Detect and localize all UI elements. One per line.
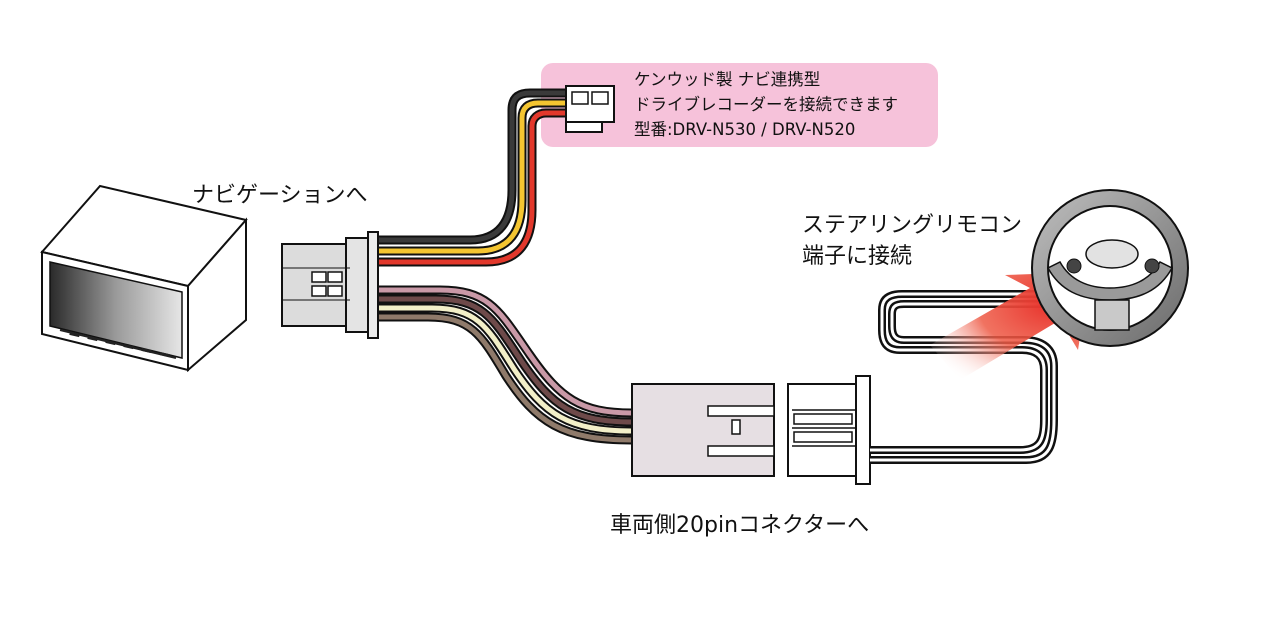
callout-text: ケンウッド製 ナビ連携型 ドライブレコーダーを接続できます 型番:DRV-N53… xyxy=(634,67,898,142)
navi-side-connector xyxy=(281,231,379,339)
callout-line-2: ドライブレコーダーを接続できます xyxy=(634,95,898,114)
vehicle-wires xyxy=(373,285,637,445)
callout-line-1: ケンウッド製 ナビ連携型 xyxy=(634,70,821,89)
recorder-connector xyxy=(565,85,615,133)
vehicle-side-connector xyxy=(631,383,775,477)
steering-label-line-2: 端子に接続 xyxy=(802,244,913,269)
recorder-wires xyxy=(373,88,571,267)
steering-wheel-illustration xyxy=(1031,189,1189,347)
callout-line-3: 型番:DRV-N530 / DRV-N520 xyxy=(634,120,856,139)
steering-label-line-1: ステアリングリモコン xyxy=(802,213,1023,238)
navigation-unit-illustration xyxy=(40,184,248,373)
steering-remote-connector xyxy=(787,375,871,485)
vehicle-connector-label: 車両側20pinコネクターへ xyxy=(610,513,870,538)
navi-label: ナビゲーションへ xyxy=(192,183,368,208)
